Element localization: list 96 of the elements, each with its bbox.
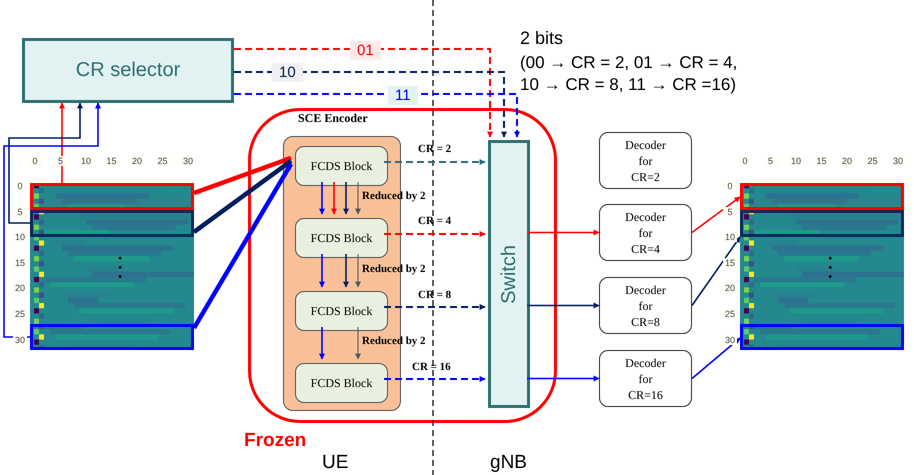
axis-tick-label: 0	[738, 156, 752, 166]
box-title: CR selector	[76, 59, 180, 82]
axis-tick-label: 15	[723, 258, 737, 268]
axis-tick-label: 30	[13, 334, 27, 345]
arrow	[692, 196, 740, 234]
arrow	[192, 159, 292, 234]
arrow	[319, 182, 325, 215]
decoder-label: Decoder for CR=16	[624, 354, 667, 402]
arrow	[193, 156, 292, 196]
arrow	[691, 337, 741, 380]
arrow	[234, 93, 520, 138]
axis-tick-label: 0	[28, 156, 42, 166]
region-box	[740, 324, 904, 350]
selector-box	[22, 38, 234, 103]
axis-tick-label: 25	[723, 309, 737, 319]
region-box	[30, 183, 194, 210]
arrow	[343, 182, 349, 215]
decoder-label: Decoder for CR=4	[624, 208, 667, 256]
region-box	[740, 183, 904, 210]
block-box	[295, 146, 388, 186]
block-box	[295, 291, 388, 331]
arrow	[59, 102, 65, 183]
axis-tick-label: 20	[840, 156, 854, 166]
axis-tick-label: 15	[104, 156, 118, 166]
arrow	[8, 102, 83, 224]
heatmap-picture	[740, 183, 904, 350]
axis-tick-label: 5	[723, 206, 737, 217]
arrow	[319, 327, 325, 360]
switch-label: Switch	[498, 244, 520, 304]
edge-label: CR = 4	[418, 215, 452, 227]
axis-tick-label: 15	[13, 258, 27, 268]
arrow	[527, 230, 600, 236]
arrow	[234, 48, 493, 138]
edge-label: 01	[350, 41, 381, 60]
edge-label: CR = 8	[418, 289, 452, 301]
axis-tick-label: 10	[789, 156, 803, 166]
group-title: Frozen	[244, 430, 306, 452]
decoder-box	[599, 132, 692, 189]
region-box	[30, 210, 194, 237]
arrow	[343, 254, 349, 288]
group-title: SCE Encoder	[298, 111, 368, 126]
axis-tick-label: 0	[723, 181, 737, 191]
decoder-box	[599, 277, 692, 334]
axis-tick-label: 10	[79, 156, 93, 166]
arrow	[355, 182, 361, 215]
arrow	[527, 376, 600, 382]
axis-tick-label: 15	[814, 156, 828, 166]
axis-tick-label: 20	[723, 283, 737, 294]
axis-tick-label: 25	[866, 156, 880, 166]
arrow	[384, 304, 486, 310]
axis-tick-label: 25	[13, 309, 27, 319]
arrow	[355, 326, 361, 360]
note-text: (00 → CR = 2, 01 → CR = 4, 10 → CR = 8, 11 → CR =16)	[520, 52, 738, 96]
edge-label: CR = 2	[418, 143, 452, 155]
arrow	[384, 231, 486, 237]
block-label: FCDS Block	[310, 158, 372, 174]
switch-box	[488, 140, 530, 408]
region-box	[740, 210, 904, 237]
arrow	[691, 236, 741, 306]
block-label: FCDS Block	[310, 376, 372, 390]
side-label: UE	[322, 452, 348, 474]
axis-tick-label: 20	[130, 156, 144, 166]
axis-tick-label: 30	[723, 334, 737, 345]
axis-tick-label: 10	[723, 232, 737, 242]
axis-tick-label: 30	[181, 156, 195, 166]
arrow	[319, 254, 325, 288]
decoder-label: Decoder for CR=8	[624, 282, 667, 330]
region-box	[30, 324, 194, 350]
axis-tick-label: 10	[13, 232, 27, 242]
block-box	[295, 363, 388, 403]
heatmap-picture	[30, 183, 194, 350]
decoder-box	[599, 350, 692, 407]
axis-tick-label: 5	[13, 206, 27, 217]
block-box	[295, 218, 388, 258]
block-label: FCDS Block	[310, 304, 372, 318]
block-label: FCDS Block	[310, 230, 372, 246]
axis-tick-label: 30	[891, 156, 905, 166]
arrow	[384, 159, 486, 165]
arrow	[384, 376, 486, 382]
arrow	[3, 102, 101, 338]
side-label: gNB	[490, 452, 527, 474]
axis-tick-label: 5	[764, 156, 778, 166]
arrow	[527, 302, 600, 308]
axis-tick-label: 0	[13, 181, 27, 191]
axis-tick-label: 20	[13, 283, 27, 294]
decoder-label: Decoder for CR=2	[624, 136, 667, 184]
axis-tick-label: 5	[54, 156, 68, 166]
arrow	[355, 254, 361, 288]
axis-tick-label: 25	[156, 156, 170, 166]
edge-label: 10	[272, 63, 303, 82]
note-heading: 2 bits	[520, 28, 564, 49]
decoder-box	[599, 204, 692, 261]
arrow	[234, 71, 507, 138]
edge-label: 11	[388, 86, 418, 105]
arrow	[331, 182, 337, 215]
arrow	[192, 162, 293, 330]
